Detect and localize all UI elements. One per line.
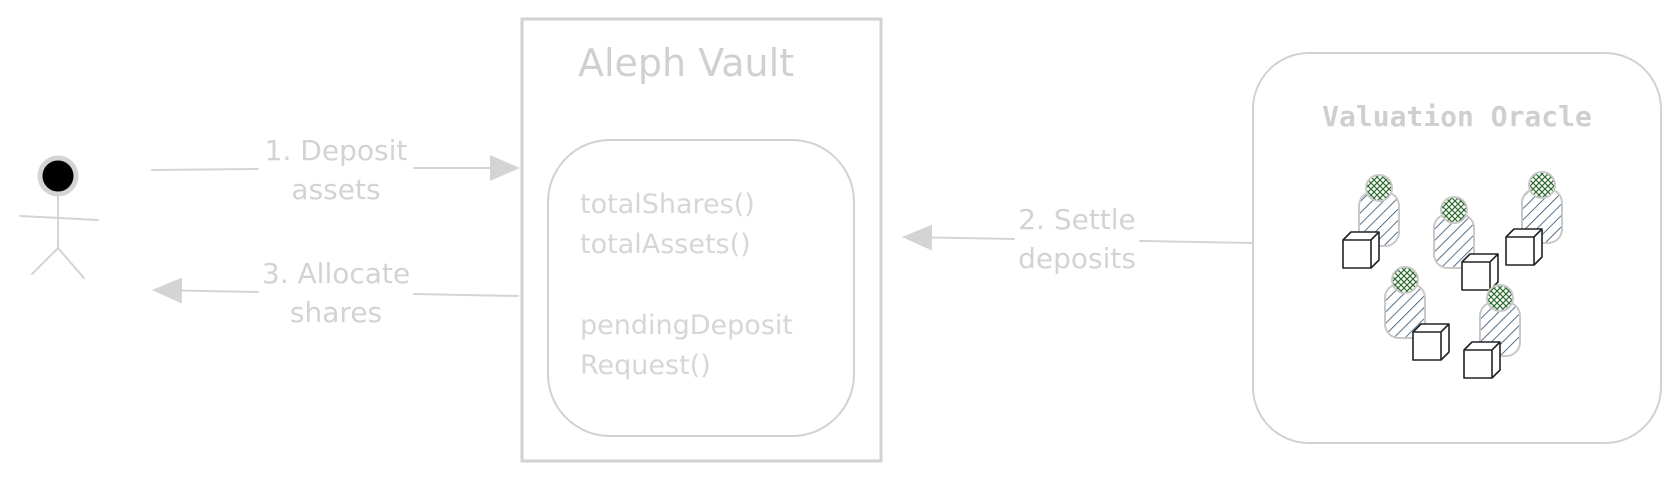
cube-icon xyxy=(1412,323,1450,361)
validator-node-icon xyxy=(1342,174,1400,269)
settle-label-line1: 2. Settle xyxy=(1018,203,1136,236)
vault-fn-total-assets: totalAssets() xyxy=(580,229,751,260)
validator-nodes-icon xyxy=(1342,171,1563,379)
edge-settle-deposits: 2. Settle deposits xyxy=(902,203,1253,275)
valuation-oracle-box: Valuation Oracle xyxy=(1252,52,1662,444)
vault-state-panel xyxy=(547,139,855,437)
deposit-label-line2: assets xyxy=(291,173,380,206)
vault-fn-pending-deposit: pendingDeposit xyxy=(580,310,793,341)
allocate-arrow-line-left xyxy=(152,277,259,304)
validator-node-icon xyxy=(1505,171,1563,266)
cube-icon xyxy=(1505,228,1543,266)
deposit-label-line1: 1. Deposit xyxy=(265,134,408,167)
allocate-arrow-line-right xyxy=(413,293,519,297)
oracle-title: Valuation Oracle xyxy=(1322,100,1592,133)
allocate-label-line2: shares xyxy=(290,296,382,329)
vault-fn-request: Request() xyxy=(580,350,711,381)
deposit-arrow-line-left xyxy=(151,168,259,171)
validator-node-icon xyxy=(1433,196,1499,291)
validator-node-icon xyxy=(1463,284,1521,379)
edge-deposit-assets: 1. Deposit assets xyxy=(151,134,520,206)
aleph-vault-box: Aleph Vault totalShares() totalAssets() … xyxy=(520,17,883,463)
settle-arrow-line-left xyxy=(902,224,1015,251)
cube-icon xyxy=(1461,253,1499,291)
cube-icon xyxy=(1342,231,1380,269)
cube-icon xyxy=(1463,341,1501,379)
stick-figure-user-icon xyxy=(19,155,99,279)
validator-node-icon xyxy=(1384,266,1450,361)
vault-fn-total-shares: totalShares() xyxy=(580,189,755,220)
settle-arrow-line-right xyxy=(1139,240,1253,244)
vault-title: Aleph Vault xyxy=(578,41,794,85)
edge-allocate-shares: 3. Allocate shares xyxy=(152,257,519,329)
settle-label-line2: deposits xyxy=(1018,242,1136,275)
allocate-label-line1: 3. Allocate xyxy=(262,257,410,290)
